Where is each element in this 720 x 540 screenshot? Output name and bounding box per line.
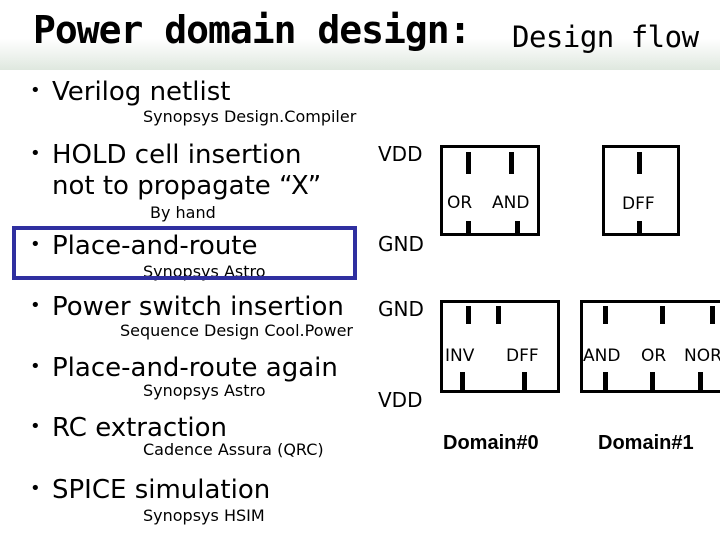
bottom-pin: [698, 372, 703, 392]
step-place-and-route-again: •Place-and-route again: [30, 353, 338, 383]
top-rail-gnd-label: GND: [378, 232, 424, 256]
step-spice-simulation: •SPICE simulation: [30, 475, 271, 505]
domain0-cell-block: [440, 300, 560, 393]
step-place-and-route: •Place-and-route: [30, 231, 258, 261]
top-pin: [509, 152, 514, 174]
cell-label-nor-clip: NOR: [684, 346, 720, 366]
step-hold-cell-tool: By hand: [150, 203, 216, 222]
domain0-label: Domain#0: [443, 432, 539, 454]
cell-block-or-and: [440, 145, 540, 236]
domain1-label: Domain#1: [598, 432, 694, 454]
title-bar: [0, 0, 720, 70]
cell-label-and: AND: [492, 193, 530, 213]
bottom-pin: [460, 372, 465, 392]
step-rc-extraction-tool: Cadence Assura (QRC): [143, 440, 324, 459]
bottom-rail-gnd-label: GND: [378, 297, 424, 321]
cell-label-nor: NOR: [684, 346, 720, 366]
step-power-switch-insertion: •Power switch insertion: [30, 292, 344, 322]
step-verilog-netlist: •Verilog netlist: [30, 77, 231, 107]
cell-label-or: OR: [641, 346, 667, 366]
top-pin: [603, 306, 608, 324]
bottom-pin: [515, 221, 520, 235]
top-pin: [466, 152, 471, 174]
top-pin: [710, 306, 715, 324]
step-hold-cell-insertion-line2: not to propagate “X”: [52, 171, 322, 201]
slide-subtitle: Design flow: [512, 20, 699, 54]
step-place-and-route-again-tool: Synopsys Astro: [143, 381, 266, 400]
bottom-pin: [603, 372, 608, 392]
slide-title: Power domain design:: [33, 8, 472, 52]
step-verilog-netlist-tool: Synopsys Design.Compiler: [143, 107, 357, 126]
step-rc-extraction: •RC extraction: [30, 413, 228, 443]
top-pin: [466, 306, 471, 324]
top-pin: [637, 152, 642, 174]
cell-label-or: OR: [447, 193, 473, 213]
bottom-pin: [522, 372, 527, 392]
step-power-switch-tool: Sequence Design Cool.Power: [120, 321, 353, 340]
top-pin: [660, 306, 665, 324]
step-spice-simulation-tool: Synopsys HSIM: [143, 506, 265, 525]
bottom-pin: [466, 221, 471, 235]
bottom-pin: [650, 372, 655, 392]
current-step-highlight: [12, 226, 357, 280]
bottom-rail-vdd-label: VDD: [378, 388, 423, 412]
cell-label-dff: DFF: [622, 194, 655, 214]
cell-label-inv: INV: [445, 346, 475, 366]
cell-label-dff: DFF: [506, 346, 539, 366]
step-hold-cell-insertion: •HOLD cell insertion: [30, 140, 302, 170]
cell-label-and: AND: [583, 346, 621, 366]
bottom-pin: [637, 221, 642, 235]
top-pin: [496, 306, 501, 324]
top-rail-vdd-label: VDD: [378, 142, 423, 166]
